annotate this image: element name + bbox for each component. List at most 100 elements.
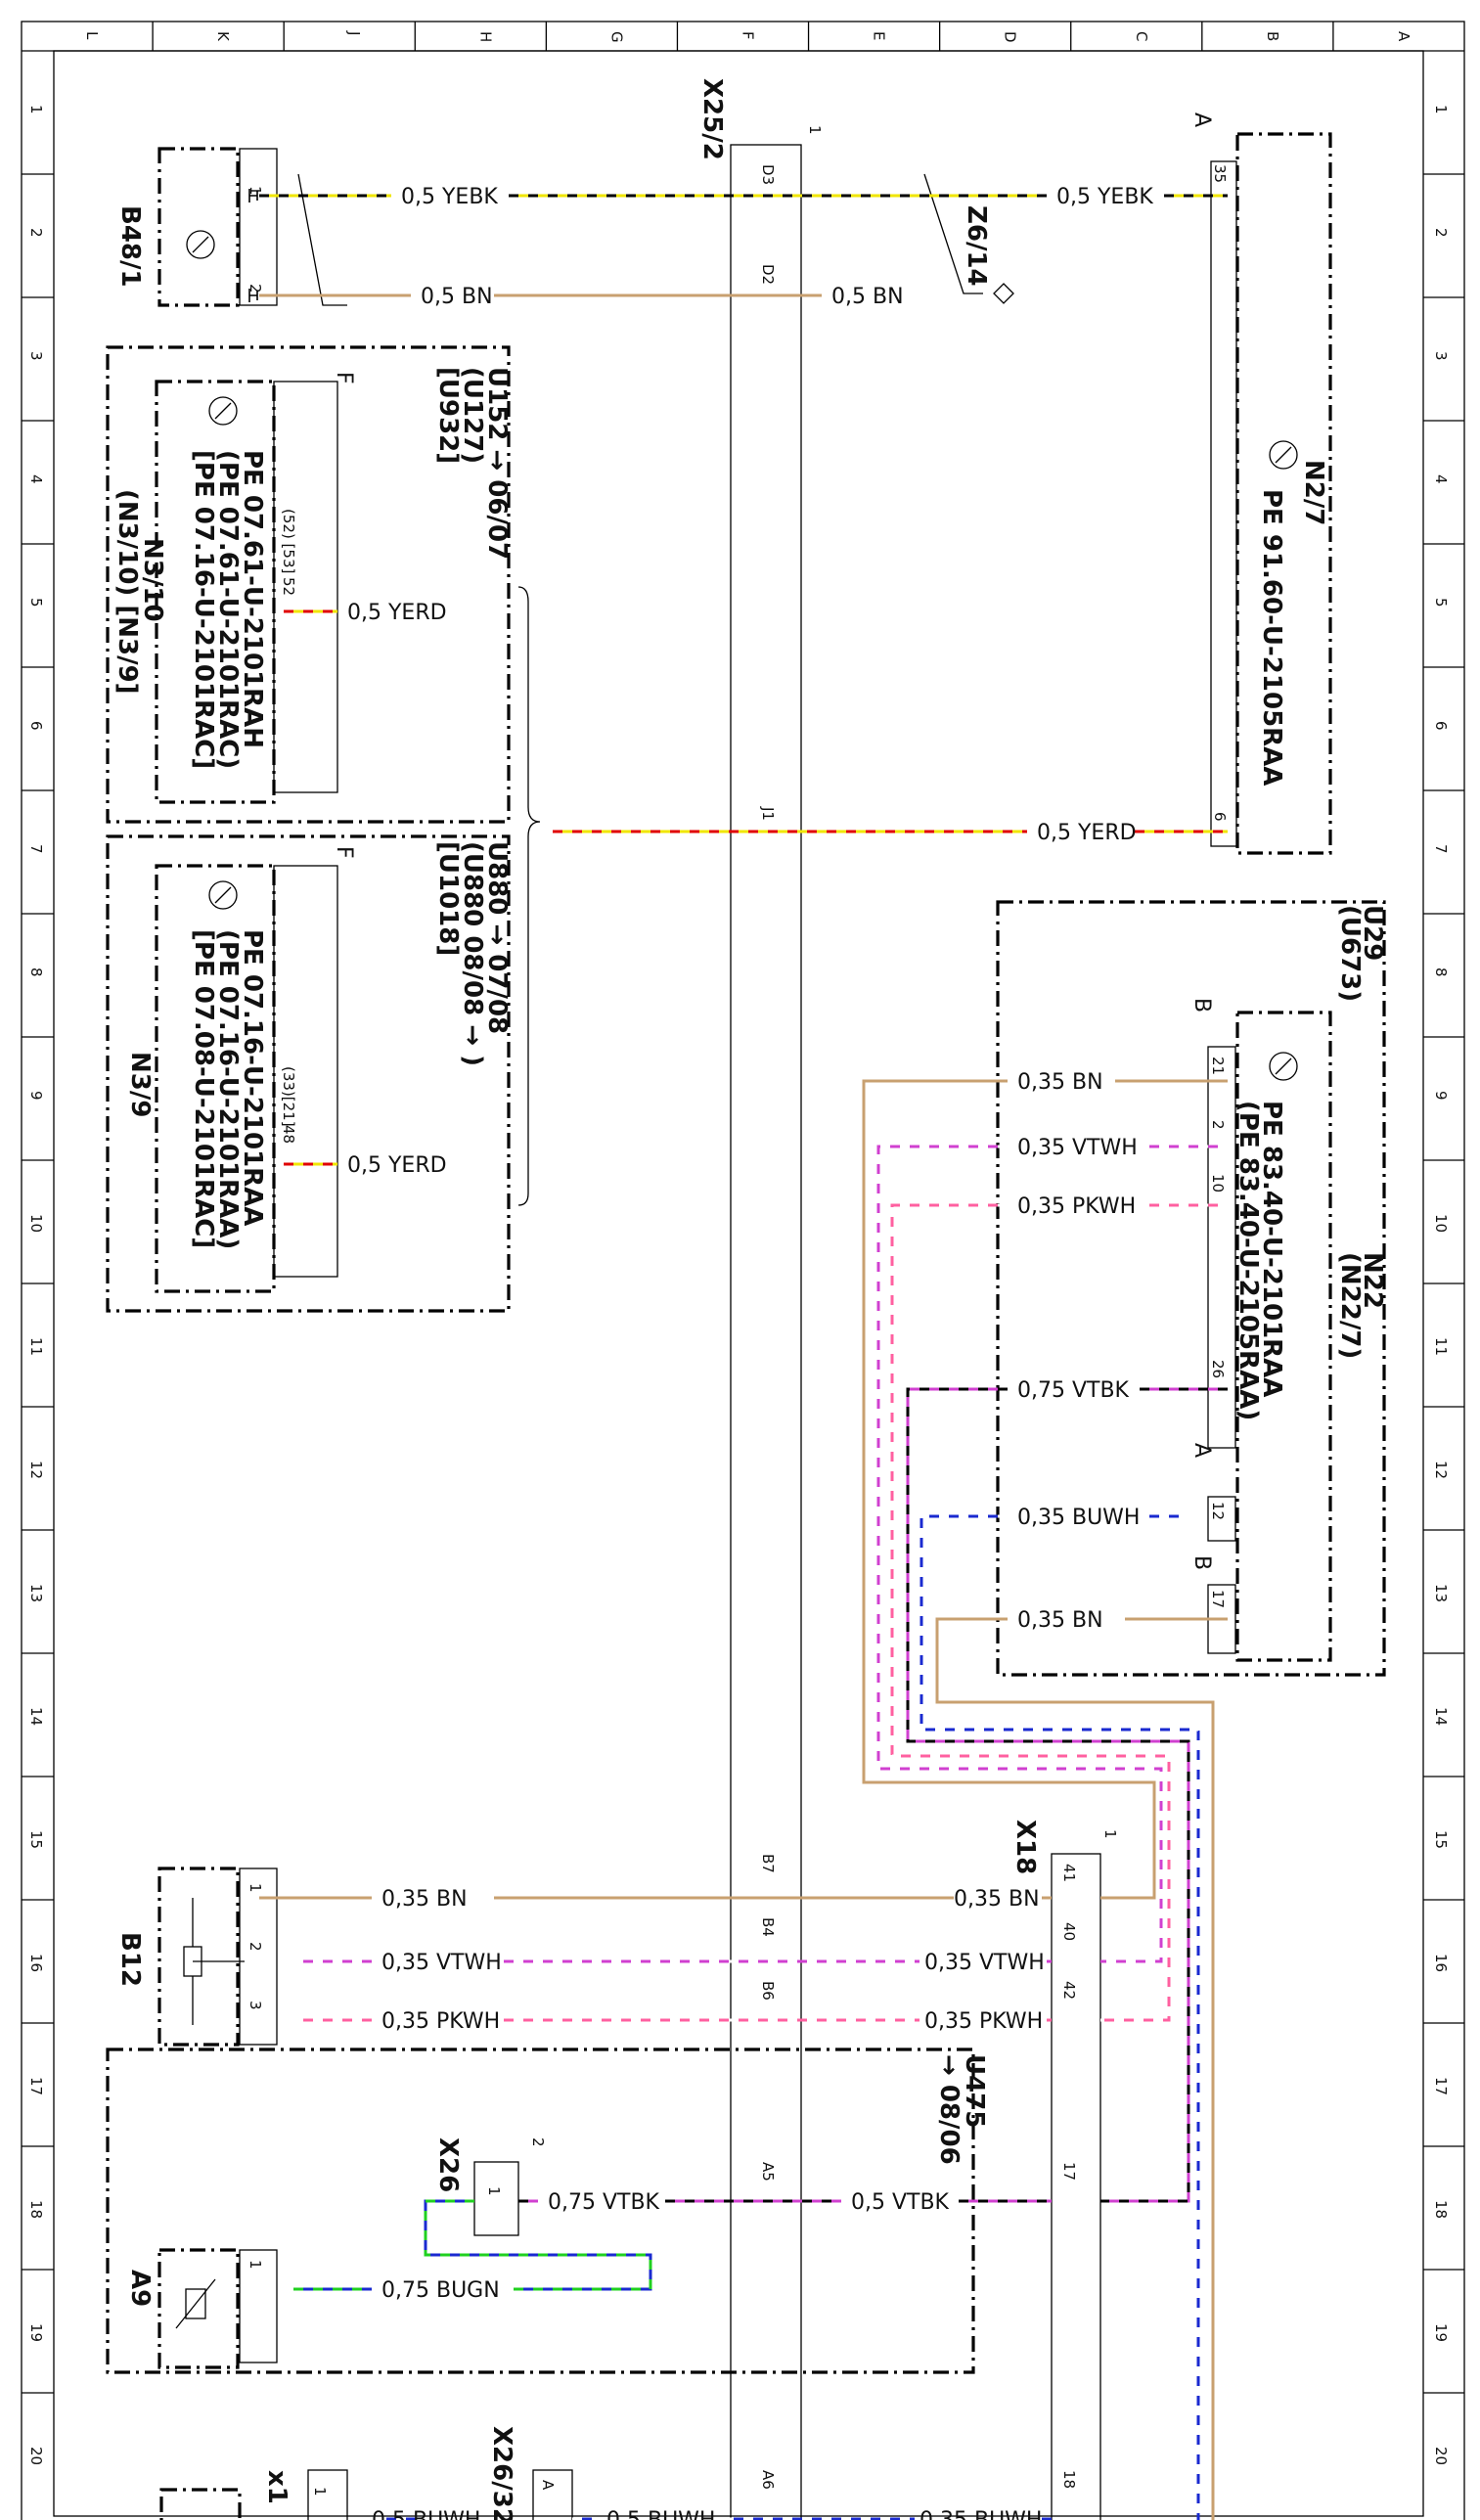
wire-stripe-18	[919, 1514, 1200, 2520]
x18-pin-42: 42	[1060, 1981, 1078, 2000]
x26-32-label: X26/32	[487, 2426, 516, 2520]
u880-label: U880 → 07/08	[482, 841, 512, 1034]
wire-label-w21: 0,5 VTBK	[851, 2190, 950, 2215]
x1-connector: x1 1	[159, 2469, 348, 2520]
n3-10-f: F	[332, 372, 356, 384]
x25-2-connector: X25/2 1	[697, 78, 824, 2520]
wire-label-w5: 0,5 YERD	[347, 601, 447, 625]
n22-7-label: (N22/7)	[1335, 1252, 1365, 1359]
wire-label-w3: 0,5 BN	[421, 285, 493, 309]
n3-10-alt: (N3/10) [N3/9]	[112, 489, 142, 695]
wire-label-w25: 0,35 BUWH	[919, 2508, 1042, 2520]
n3-10-pe2: (PE 07.61-U-2101RAC)	[213, 450, 243, 769]
wire-label-w19: 0,35 PKWH	[924, 2009, 1043, 2034]
x1-pin1: 1	[311, 2487, 329, 2497]
b48-1-sensor: B48/1 1 2	[115, 147, 347, 307]
x18-connector: X18 1	[1010, 1820, 1119, 2520]
wire-bn-10	[862, 1079, 1156, 1900]
row-label-right-14: 14	[1432, 1707, 1450, 1726]
row-label-left-18: 18	[27, 2200, 45, 2219]
row-label-left-3: 3	[27, 351, 45, 361]
wire-label-w4: 0,5 BN	[831, 285, 904, 309]
row-label-right-2: 2	[1432, 228, 1450, 238]
row-label-left-9: 9	[27, 1091, 45, 1101]
row-label-left-7: 7	[27, 844, 45, 854]
row-label-right-9: 9	[1432, 1091, 1450, 1101]
n22-pin12: 12	[1209, 1502, 1227, 1520]
n3-9-pe3: [PE 07.08-U-2101RAC]	[189, 929, 218, 1248]
wire-label-w8: 0,35 BN	[1017, 1070, 1103, 1095]
wire-label-w15: 0,35 BN	[954, 1887, 1040, 1912]
n22-pe2: (PE 83.40-U-2105RAA)	[1233, 1101, 1263, 1420]
row-label-left-1: 1	[27, 105, 45, 114]
n2-7-pin6: 6	[1211, 812, 1229, 822]
row-label-right-16: 16	[1432, 1954, 1450, 1972]
n2-7-conn: A	[1189, 112, 1214, 127]
u673-label: (U673)	[1335, 905, 1365, 1002]
row-label-left-17: 17	[27, 2077, 45, 2095]
x18-label: X18	[1010, 1820, 1040, 1874]
column-label-G: G	[607, 31, 625, 43]
n3-10-pe3: [PE 07.16-U-2101RAC]	[189, 450, 218, 769]
row-label-right-8: 8	[1432, 968, 1450, 977]
n3-9-pins: (33)[21]	[280, 1066, 297, 1127]
wire-label-w17: 0,35 VTWH	[924, 1951, 1045, 1975]
x18-pin-17: 17	[1060, 2162, 1078, 2181]
column-label-A: A	[1395, 31, 1413, 42]
x26-32-connector: X26/32 A	[487, 2426, 573, 2520]
row-label-right-5: 5	[1432, 598, 1450, 608]
n22-label: N22	[1358, 1252, 1387, 1309]
wire-label-w2: 0,5 YEBK	[1056, 185, 1153, 209]
column-label-B: B	[1264, 31, 1281, 41]
n22-pe1: PE 83.40-U-2101RAA	[1257, 1101, 1286, 1397]
b12-pin2: 2	[247, 1942, 264, 1952]
a9-pin1: 1	[247, 2260, 264, 2270]
column-label-J: J	[345, 30, 363, 35]
x26-32-pin: A	[539, 2480, 557, 2491]
x25-pin-j1: J1	[759, 806, 777, 821]
wire-label-w11: 0,75 VTBK	[1017, 1378, 1130, 1403]
x18-pins: 41 40 42 17 18	[1060, 1864, 1078, 2489]
row-label-left-15: 15	[27, 1830, 45, 1849]
n3-9-pe1: PE 07.16-U-2101RAA	[238, 929, 267, 1226]
column-label-D: D	[1002, 31, 1019, 43]
x26-label: X26	[433, 2138, 463, 2192]
column-label-L: L	[83, 31, 101, 40]
n22-conn-b1: B	[1189, 998, 1214, 1012]
b12-pin1: 1	[247, 1883, 264, 1893]
wire-label-w1: 0,5 YEBK	[401, 185, 498, 209]
u880b-label: (U880 08/08 → )	[458, 841, 487, 1066]
n3-9-pe2: (PE 07.16-U-2101RAA)	[213, 929, 243, 1249]
u932-label: [U932]	[433, 367, 463, 464]
column-label-H: H	[476, 31, 494, 42]
x25-2-pin: 1	[806, 125, 824, 135]
u475-group: U475 → 08/06 A9 1 X26 2 1	[106, 2048, 989, 2374]
row-label-right-11: 11	[1432, 1337, 1450, 1356]
wire-label-w10: 0,35 PKWH	[1017, 1194, 1136, 1219]
b48-1-label: B48/1	[115, 205, 145, 288]
row-label-left-16: 16	[27, 1954, 45, 1972]
b12-pin3: 3	[247, 2001, 264, 2010]
z6-14-splice: Z6/14	[923, 173, 1014, 304]
wire-bn-20	[935, 1617, 1215, 2520]
row-label-left-2: 2	[27, 228, 45, 238]
row-label-left-13: 13	[27, 1584, 45, 1602]
a9-label: A9	[125, 2270, 155, 2307]
row-label-left-11: 11	[27, 1337, 45, 1356]
x25-pin-b4: B4	[759, 1917, 777, 1937]
x25-2-label: X25/2	[697, 78, 727, 160]
row-label-right-10: 10	[1432, 1214, 1450, 1233]
b48-1-pin2: 2	[247, 284, 264, 293]
n2-7-pe: PE 91.60-U-2105RAA	[1257, 489, 1286, 786]
row-label-left-5: 5	[27, 598, 45, 608]
x25-pin-b6: B6	[759, 1981, 777, 2001]
wire-stripe-34	[424, 2199, 652, 2291]
row-label-left-4: 4	[27, 474, 45, 484]
wire-label-w18: 0,35 PKWH	[381, 2009, 500, 2034]
row-label-left-8: 8	[27, 968, 45, 977]
u1018-label: [U1018]	[433, 841, 463, 956]
z6-14-label: Z6/14	[962, 205, 991, 287]
x25-pin-a5: A5	[759, 2162, 777, 2182]
